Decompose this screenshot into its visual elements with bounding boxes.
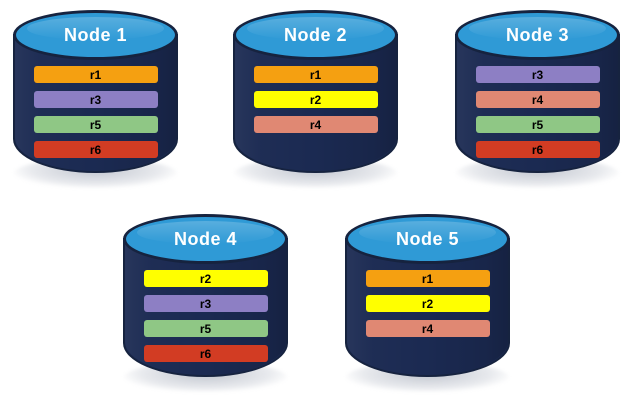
record-label: r4 xyxy=(531,92,544,107)
record-label: r5 xyxy=(89,117,102,132)
record-bar-r6: r6 xyxy=(475,141,600,158)
database-node-5[interactable]: Node 5 r1 r2 r4 xyxy=(340,210,515,392)
record-bar-r4: r4 xyxy=(365,320,490,337)
database-node-1[interactable]: Node 1 r1 r3 r5 r6 xyxy=(8,6,183,188)
record-bar-r6: r6 xyxy=(143,345,268,362)
database-node-4[interactable]: Node 4 r2 r3 r5 r6 xyxy=(118,210,293,392)
record-bar-r6: r6 xyxy=(33,141,158,158)
record-bar-r1: r1 xyxy=(365,270,490,287)
database-node-2[interactable]: Node 2 r1 r2 r4 xyxy=(228,6,403,188)
record-list: r1 r3 r5 r6 xyxy=(13,66,178,158)
record-label: r3 xyxy=(531,67,544,82)
record-bar-r2: r2 xyxy=(143,270,268,287)
cylinder-top-ellipse: Node 5 xyxy=(345,214,510,264)
record-list: r3 r4 r5 r6 xyxy=(455,66,620,158)
record-bar-r1: r1 xyxy=(33,66,158,83)
record-bar-r3: r3 xyxy=(33,91,158,108)
record-label: r6 xyxy=(199,346,212,361)
record-list: r2 r3 r5 r6 xyxy=(123,270,288,362)
record-label: r6 xyxy=(531,142,544,157)
record-label: r2 xyxy=(421,296,434,311)
cylinder-top-ellipse: Node 3 xyxy=(455,10,620,60)
record-bar-r5: r5 xyxy=(33,116,158,133)
database-node-3[interactable]: Node 3 r3 r4 r5 r6 xyxy=(450,6,625,188)
cylinder-top-ellipse: Node 2 xyxy=(233,10,398,60)
record-label: r6 xyxy=(89,142,102,157)
node-title: Node 3 xyxy=(505,24,569,45)
record-bar-r2: r2 xyxy=(253,91,378,108)
cylinder-top-ellipse: Node 4 xyxy=(123,214,288,264)
record-label: r4 xyxy=(421,321,434,336)
record-label: r5 xyxy=(531,117,544,132)
record-label: r3 xyxy=(89,92,102,107)
record-list: r1 r2 r4 xyxy=(345,270,510,337)
record-label: r1 xyxy=(309,67,322,82)
record-label: r2 xyxy=(199,271,212,286)
record-label: r1 xyxy=(421,271,434,286)
node-title: Node 4 xyxy=(173,228,237,249)
record-label: r5 xyxy=(199,321,212,336)
node-title: Node 2 xyxy=(283,24,347,45)
node-title: Node 5 xyxy=(395,228,459,249)
record-bar-r4: r4 xyxy=(253,116,378,133)
record-bar-r4: r4 xyxy=(475,91,600,108)
node-title: Node 1 xyxy=(63,24,127,45)
record-bar-r5: r5 xyxy=(475,116,600,133)
cylinder-top-ellipse: Node 1 xyxy=(13,10,178,60)
record-label: r4 xyxy=(309,117,322,132)
record-bar-r2: r2 xyxy=(365,295,490,312)
record-label: r1 xyxy=(89,67,102,82)
record-bar-r3: r3 xyxy=(475,66,600,83)
record-label: r2 xyxy=(309,92,322,107)
record-label: r3 xyxy=(199,296,212,311)
record-list: r1 r2 r4 xyxy=(233,66,398,133)
record-bar-r3: r3 xyxy=(143,295,268,312)
record-bar-r1: r1 xyxy=(253,66,378,83)
record-bar-r5: r5 xyxy=(143,320,268,337)
